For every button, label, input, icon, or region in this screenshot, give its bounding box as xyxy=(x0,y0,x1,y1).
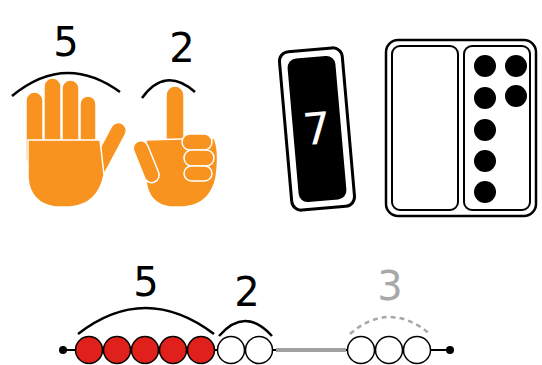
card-face: 7 xyxy=(287,55,347,203)
count-number: 5 xyxy=(53,22,78,62)
card-number: 7 xyxy=(301,106,333,152)
open-hand xyxy=(26,78,129,207)
count-number: 3 xyxy=(377,266,402,306)
count-number: 2 xyxy=(169,28,194,68)
pointing-hand xyxy=(131,86,218,207)
count-number: 2 xyxy=(234,272,259,312)
bead-string xyxy=(59,308,454,364)
number-card: 7 xyxy=(277,45,357,212)
count-number: 5 xyxy=(133,262,158,302)
dot-card xyxy=(386,40,536,216)
